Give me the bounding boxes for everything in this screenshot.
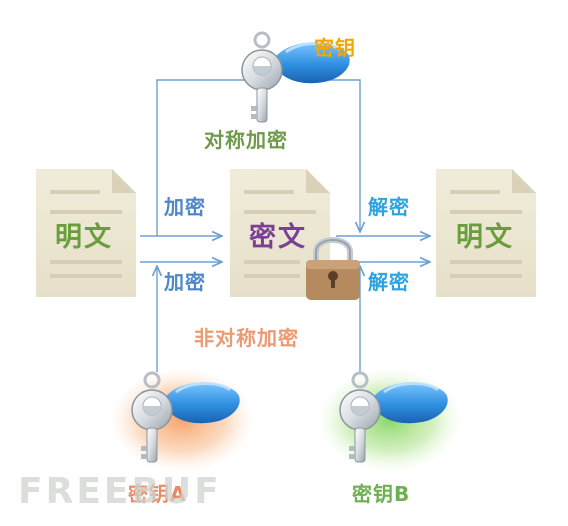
- plaintext-left-label: 明文: [55, 222, 113, 253]
- key-a-label: 密钥A: [128, 482, 187, 506]
- key-top-label: 密钥: [314, 36, 356, 60]
- decrypt-label-upper: 解密: [368, 195, 410, 219]
- ciphertext-label: 密文: [249, 222, 307, 253]
- encrypt-label-upper: 加密: [164, 195, 206, 219]
- symmetric-encryption-label: 对称加密: [204, 128, 288, 152]
- encrypt-label-lower: 加密: [164, 270, 206, 294]
- decrypt-label-lower: 解密: [368, 270, 410, 294]
- key-b-icon: [318, 368, 462, 472]
- plaintext-right-document: [436, 169, 536, 297]
- padlock-icon: [306, 237, 360, 300]
- plaintext-right-label: 明文: [456, 222, 514, 253]
- key-b-label: 密钥B: [352, 482, 411, 506]
- symmetric-encrypt-key-line: [156, 79, 248, 236]
- asymmetric-encryption-label: 非对称加密: [194, 326, 299, 350]
- key-a-icon: [110, 368, 254, 472]
- plaintext-left-document: [36, 169, 136, 297]
- watermark-logo: FREEBUF: [18, 471, 222, 512]
- ciphertext-document: [230, 169, 330, 297]
